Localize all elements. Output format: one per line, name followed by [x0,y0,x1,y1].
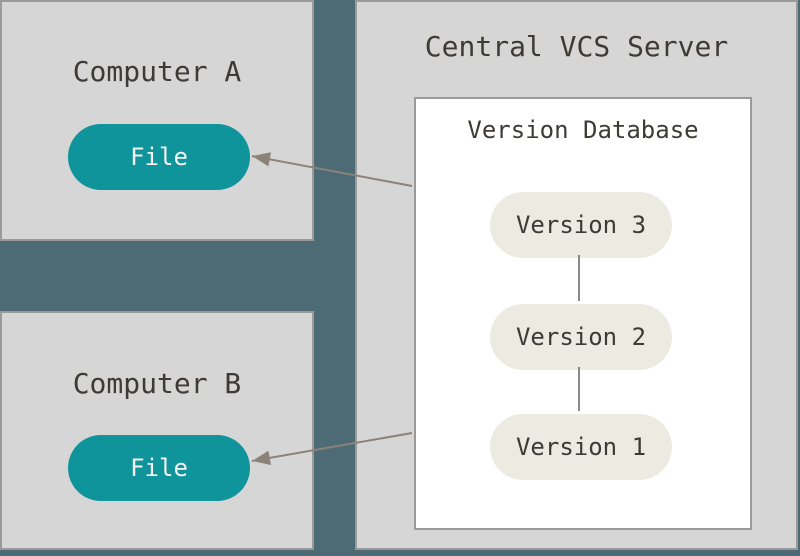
version-2-label: Version 2 [515,323,647,351]
file-a-pill: File [68,124,250,190]
version-1-label: Version 1 [515,433,647,461]
version-2-pill: Version 2 [490,304,672,370]
computer-b-box: Computer B File [0,311,314,550]
central-vcs-server-box: Central VCS Server Version Database Vers… [355,0,798,550]
file-b-label: File [130,454,188,482]
version-1-pill: Version 1 [490,414,672,480]
computer-a-title: Computer A [72,55,242,88]
computer-a-box: Computer A File [0,0,314,241]
version-database-title: Version Database [467,116,699,144]
version-database-box: Version Database Version 3 Version 2 Ver… [414,97,752,530]
file-a-label: File [130,143,188,171]
computer-b-title: Computer B [72,367,242,400]
version-3-pill: Version 3 [490,192,672,258]
central-vcs-server-title: Central VCS Server [424,30,729,63]
version-3-label: Version 3 [515,211,647,239]
file-b-pill: File [68,435,250,501]
